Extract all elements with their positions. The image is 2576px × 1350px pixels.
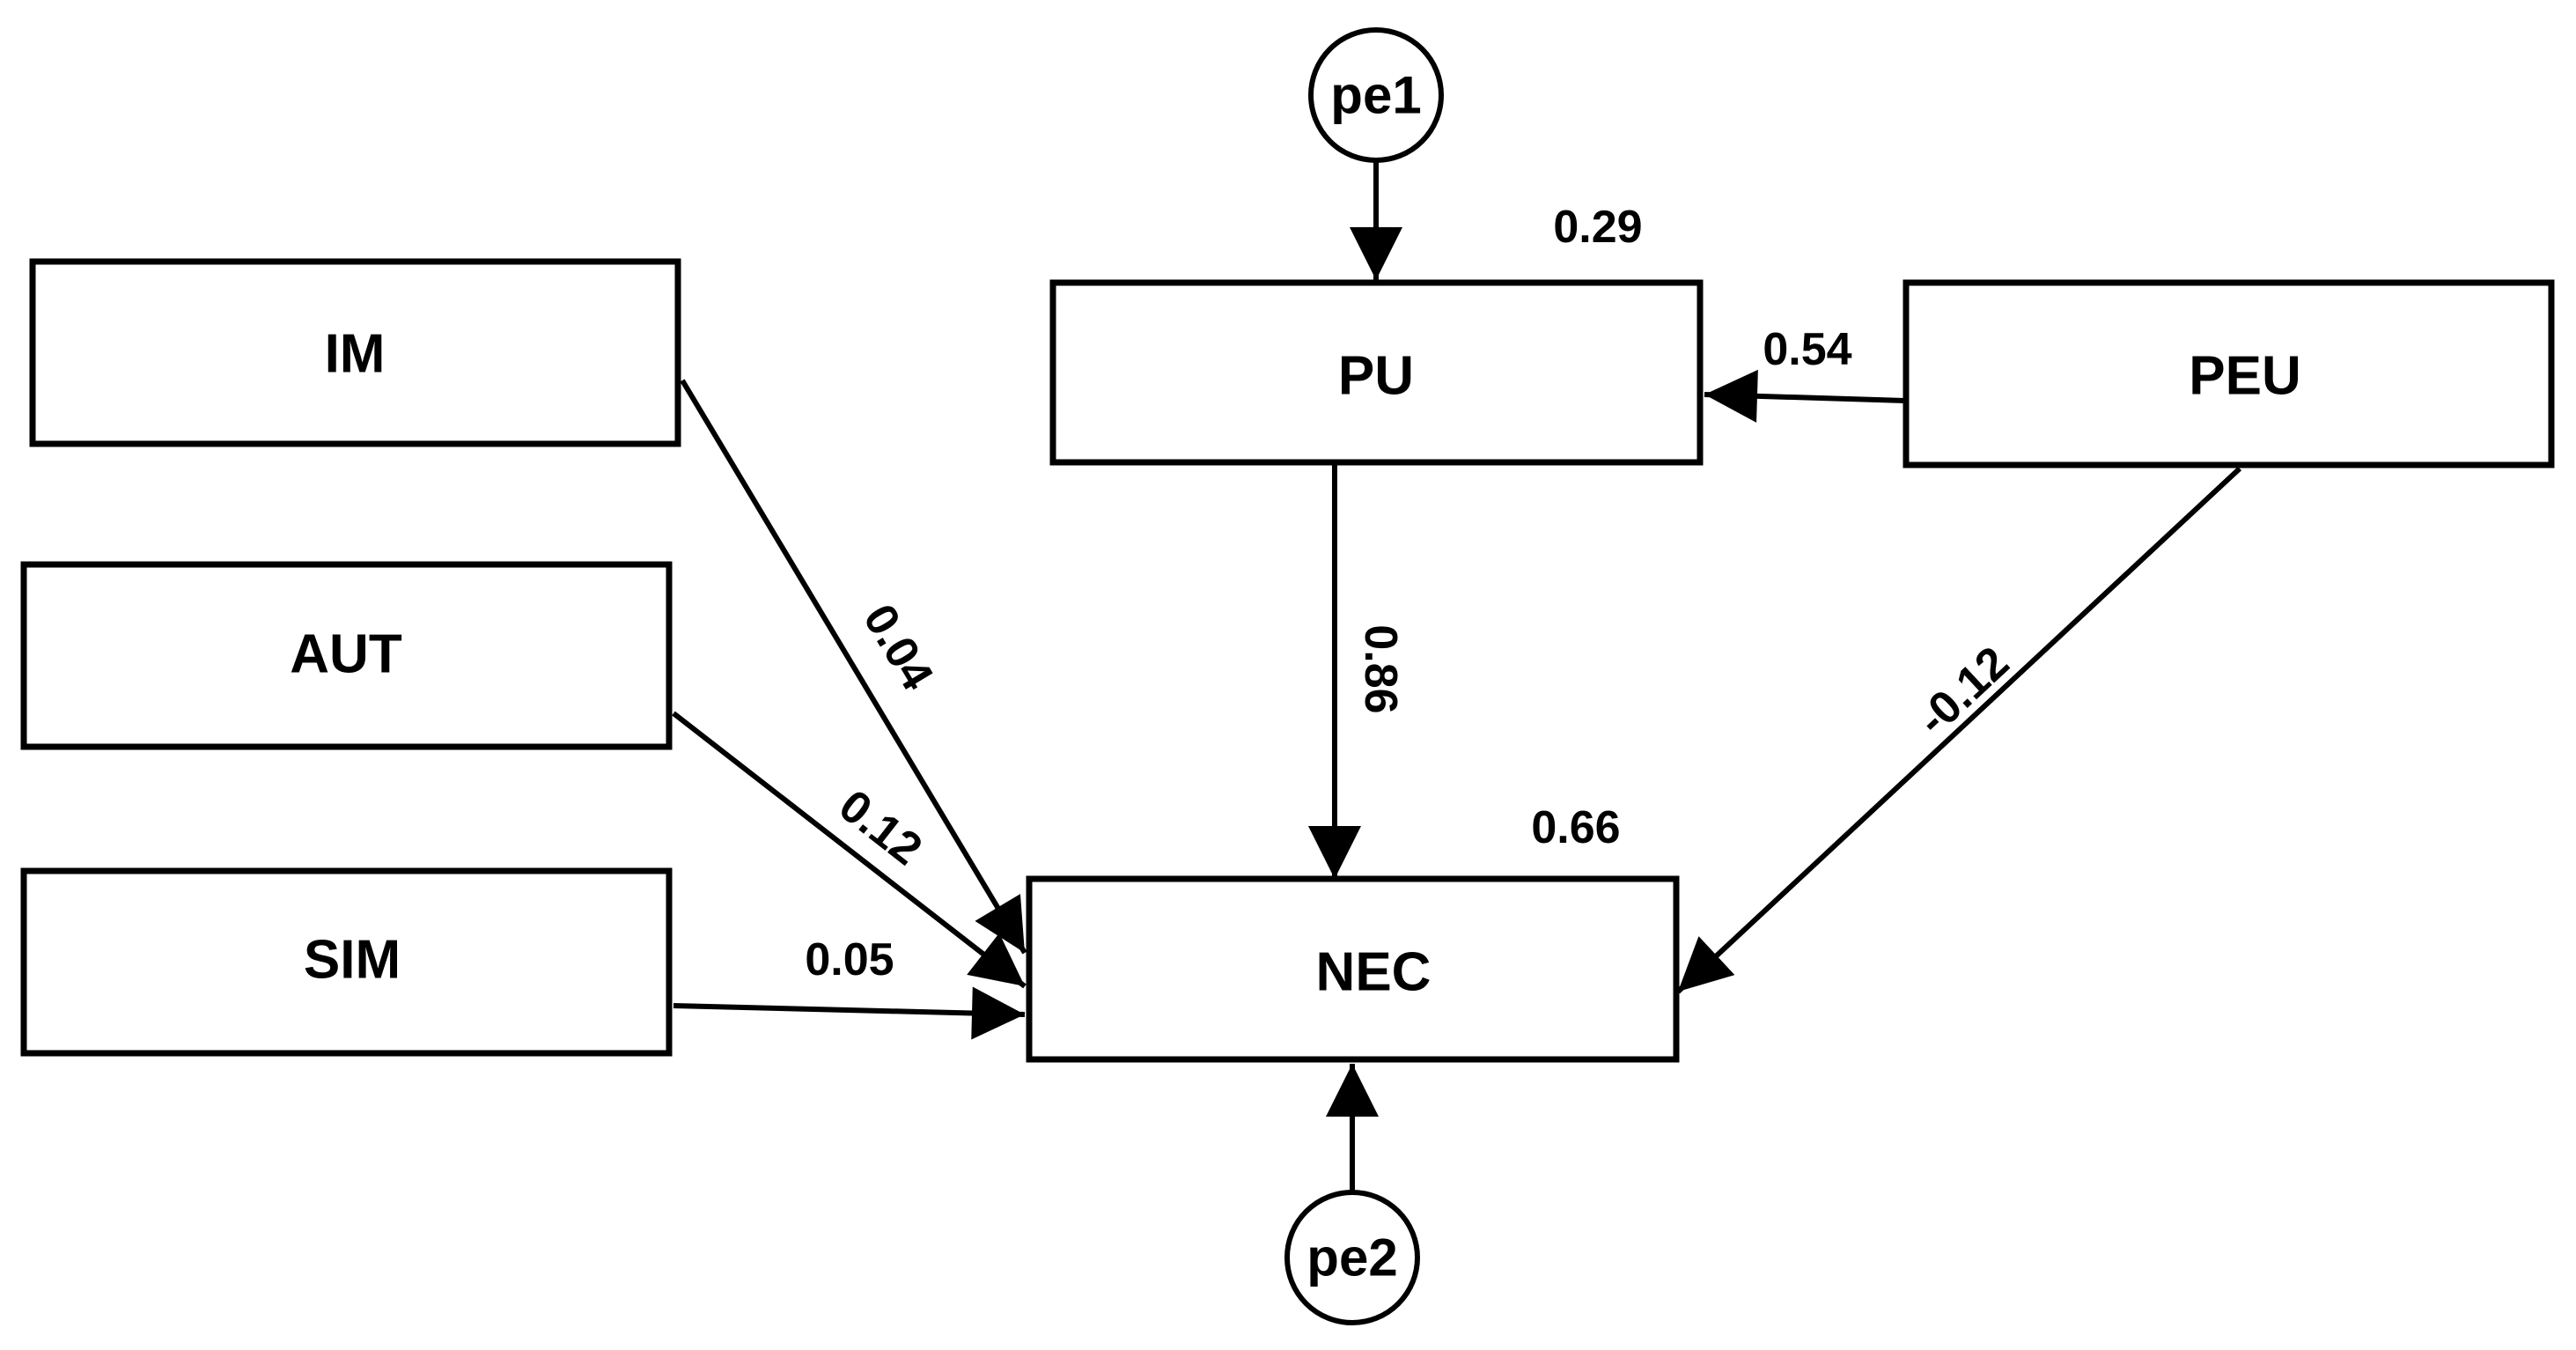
error-pe1-label: pe1 <box>1330 66 1421 125</box>
error-pe1: pe1 <box>1308 27 1444 163</box>
r-squared-pu: 0.29 <box>1553 202 1642 253</box>
error-pe2: pe2 <box>1284 1190 1420 1325</box>
node-nec: NEC <box>1026 875 1680 1063</box>
node-peu: PEU <box>1903 279 2555 468</box>
path-aut-nec <box>672 711 1027 989</box>
node-aut-label: AUT <box>290 624 402 685</box>
node-sim-label: SIM <box>304 930 401 991</box>
coef-peu-pu: 0.54 <box>1763 324 1851 375</box>
node-pu-label: PU <box>1338 346 1414 407</box>
coef-sim-nec: 0.05 <box>805 934 894 985</box>
error-pe2-label: pe2 <box>1306 1228 1397 1287</box>
path-sim-nec <box>673 986 1026 1040</box>
coef-im-nec: 0.04 <box>853 596 943 699</box>
path-im-nec <box>680 379 1027 955</box>
node-peu-label: PEU <box>2189 346 2300 407</box>
node-im-label: IM <box>325 324 386 385</box>
node-aut: AUT <box>20 561 673 750</box>
path-peu-pu <box>1704 369 1907 423</box>
node-im: IM <box>29 258 681 447</box>
node-sim: SIM <box>20 867 673 1057</box>
path-peu-nec <box>1675 466 2242 994</box>
coef-pu-nec: 0.86 <box>1355 624 1406 713</box>
r-squared-nec: 0.66 <box>1531 802 1620 853</box>
coef-aut-nec: 0.12 <box>829 780 931 875</box>
node-pu: PU <box>1049 279 1704 466</box>
node-nec-label: NEC <box>1316 942 1432 1003</box>
